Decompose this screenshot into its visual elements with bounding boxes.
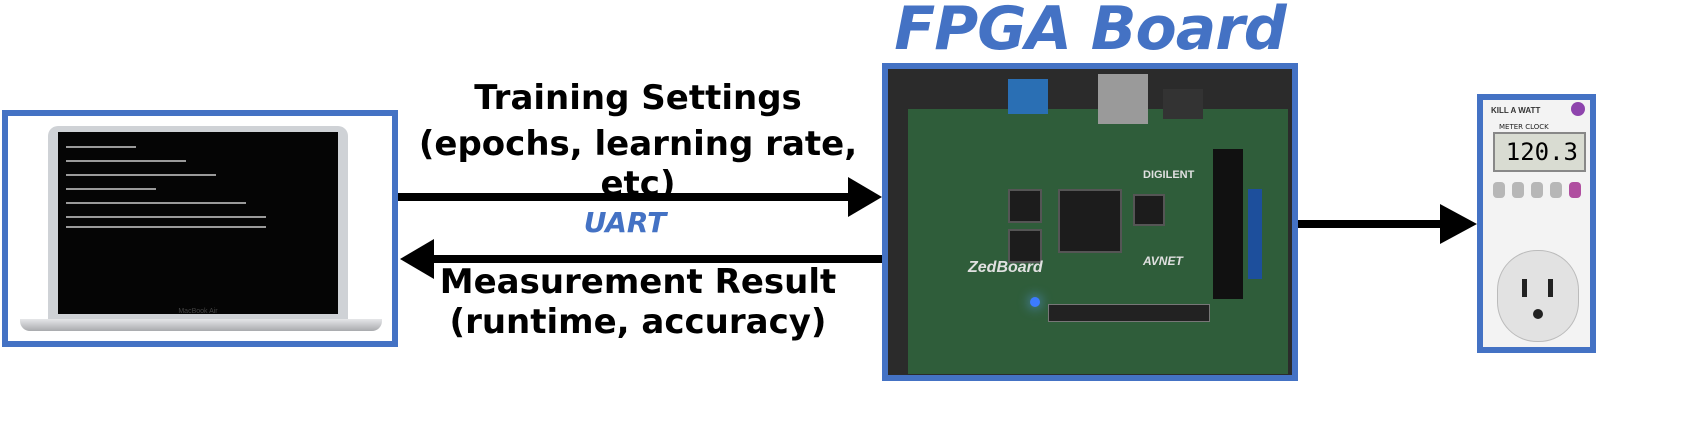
- logo-icon: [1571, 102, 1585, 116]
- measurement-result-label: Measurement Result (runtime, accuracy): [398, 262, 878, 342]
- label-line: (runtime, accuracy): [449, 302, 827, 342]
- meter-button: [1550, 182, 1562, 198]
- uart-label: UART: [583, 206, 667, 239]
- chip: [1008, 189, 1042, 223]
- board-name: ZedBoard: [968, 259, 1043, 276]
- laptop-screen: [58, 132, 338, 314]
- terminal-line: [66, 174, 216, 176]
- board-partner: AVNET: [1143, 254, 1183, 268]
- connector: [1248, 189, 1262, 279]
- label-line: Measurement Result: [439, 262, 837, 302]
- arrow-left-icon: [400, 239, 882, 279]
- power-meter-image: KILL A WATT METER CLOCK 120.3: [1477, 94, 1596, 353]
- pcb: ZedBoard DIGILENT AVNET: [908, 74, 1288, 374]
- meter-button: [1512, 182, 1524, 198]
- chip: [1133, 194, 1165, 226]
- arrow-right-icon: [1298, 204, 1477, 244]
- fpga-board-image: ZedBoard DIGILENT AVNET: [882, 63, 1298, 381]
- arrow-right-icon: [398, 177, 882, 217]
- meter-button: [1531, 182, 1543, 198]
- laptop-base: [20, 319, 382, 331]
- label-line: Training Settings: [474, 78, 802, 118]
- fpga-board-title: FPGA Board: [894, 0, 1287, 64]
- meter-mode: METER CLOCK: [1499, 123, 1549, 131]
- meter-display: METER CLOCK 120.3: [1493, 123, 1586, 172]
- connector: [1098, 74, 1148, 124]
- laptop-image: MacBook Air: [2, 110, 398, 347]
- outlet-slot: [1522, 279, 1527, 297]
- switch-bank: [1048, 304, 1210, 322]
- meter-reading: 120.3: [1505, 138, 1578, 166]
- connector: [1163, 89, 1203, 119]
- board-vendor: DIGILENT: [1143, 169, 1195, 181]
- connector: [1008, 79, 1048, 114]
- meter-brand: KILL A WATT: [1491, 106, 1541, 115]
- terminal-line: [66, 146, 136, 148]
- outlet-slot: [1548, 279, 1553, 297]
- meter-button: [1493, 182, 1505, 198]
- terminal-line: [66, 202, 246, 204]
- terminal-line: [66, 188, 156, 190]
- label-line: (epochs, learning rate, etc): [418, 124, 858, 204]
- connector: [1213, 149, 1243, 299]
- outlet: [1497, 250, 1579, 342]
- chip: [1008, 229, 1042, 263]
- meter-button: [1569, 182, 1581, 198]
- led: [1030, 297, 1040, 307]
- terminal-line: [66, 216, 266, 218]
- terminal-line: [66, 226, 266, 228]
- outlet-ground: [1533, 309, 1543, 319]
- laptop-brand: MacBook Air: [178, 308, 218, 315]
- terminal-line: [66, 160, 186, 162]
- training-settings-label: Training Settings (epochs, learning rate…: [398, 78, 878, 204]
- chip: [1058, 189, 1122, 253]
